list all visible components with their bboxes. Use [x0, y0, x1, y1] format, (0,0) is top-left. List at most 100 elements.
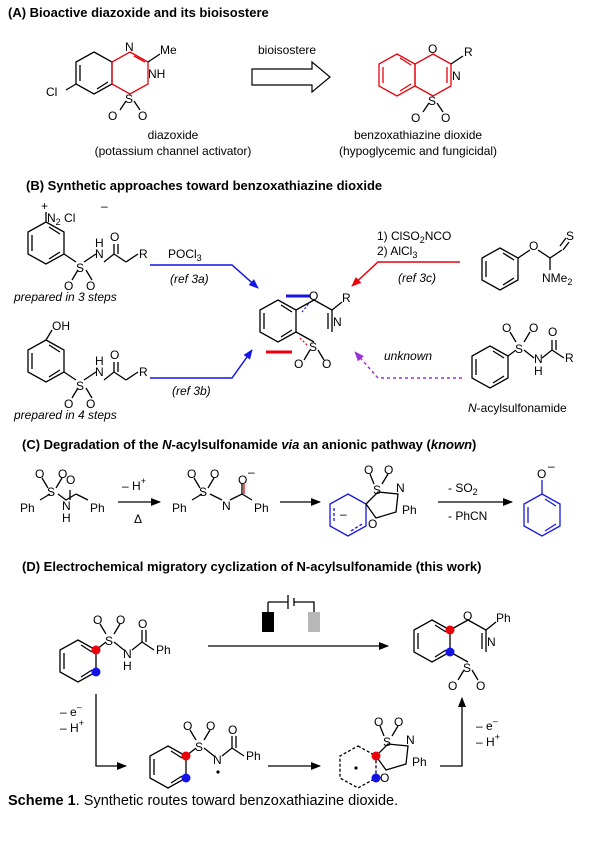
benzox-desc: (hypoglycemic and fungicidal) [339, 144, 497, 158]
acyl-o2-label: O [529, 321, 538, 335]
c-anion-minus: – [248, 465, 255, 479]
c-spiro-ph: Ph [402, 503, 417, 517]
c-anion-n: N [222, 499, 231, 513]
d-spiro-n: N [406, 733, 415, 747]
d-nrad-o1: O [183, 719, 192, 733]
c-start-ph2: Ph [90, 501, 105, 515]
c-anion-o3: O [238, 473, 247, 487]
d-ox2-h: – H+ [476, 732, 500, 749]
c-spiro-minus: – [340, 507, 347, 521]
precursor2-o3-label: O [86, 397, 95, 411]
target-o-label: O [309, 289, 318, 303]
diazoxide-o-label: O [108, 109, 117, 123]
d-nrad-radical [216, 770, 220, 774]
d-spiro-o1: O [374, 715, 383, 729]
target-s-label: S [309, 340, 317, 354]
d-product-o2: O [448, 679, 457, 693]
ref-3c: (ref 3c) [398, 271, 436, 285]
benzox-r-label: R [464, 45, 473, 59]
diazoxide-me-label: Me [160, 43, 177, 57]
precursor2-h-label: H [95, 354, 104, 368]
d-product-o3: O [476, 679, 485, 693]
precursor2-r-label: R [139, 365, 148, 379]
reagent-pocl3: POCl3 [168, 247, 202, 263]
phenol-precursor-structure [27, 329, 139, 399]
central-target-structure [259, 299, 343, 361]
diazoxide-structure [65, 51, 161, 111]
c-spiro-o2: O [384, 463, 393, 477]
d-product-o: O [463, 609, 472, 623]
d-nradical-structure [149, 729, 245, 789]
note-prepared-3-steps: prepared in 3 steps [13, 290, 117, 304]
section-b-title: (B) Synthetic approaches toward benzoxat… [26, 178, 382, 193]
c-loss-phcn: - PhCN [448, 509, 487, 523]
d-nrad-n: N [213, 753, 222, 767]
d-start-o1: O [93, 613, 102, 627]
acyl-r-label: R [565, 351, 574, 365]
c-anion-ph1: Ph [172, 501, 187, 515]
benzox-s-label: S [428, 94, 436, 108]
d-spiro-o2: O [394, 715, 403, 729]
d-product-n: N [487, 635, 496, 649]
d-start-o3: O [138, 617, 147, 631]
d-ox1-h: – H+ [60, 718, 84, 735]
c-spiro-n: N [396, 481, 405, 495]
note-prepared-4-steps: prepared in 4 steps [13, 408, 117, 422]
diazoxide-desc: (potassium channel activator) [95, 144, 252, 158]
c-anion-structure [191, 477, 253, 501]
c-spiro-structure [329, 473, 399, 537]
c-loss-so2: - SO2 [448, 481, 478, 497]
acylsulfonamide-label: N-acylsulfonamide [468, 401, 567, 415]
thiocarbamate-structure [481, 237, 570, 291]
acyl-s-label: S [515, 342, 523, 356]
reagent-alcl3: 2) AlCl3 [377, 244, 417, 260]
d-nrad-s: S [195, 740, 203, 754]
d-start-h: H [123, 659, 132, 673]
d-start-blue-dot [91, 667, 101, 677]
precursor1-h-label: H [95, 236, 104, 250]
c-spiro-o3: O [368, 517, 377, 531]
thiocarbamate-o-label: O [529, 239, 538, 253]
route-3b-arrow [150, 349, 253, 379]
d-start-ph: Ph [156, 643, 171, 657]
d-spiro-radical [354, 766, 358, 770]
d-spiro-s: S [383, 735, 391, 749]
d-product-s: S [463, 661, 471, 675]
precursor1-o-label: O [110, 230, 119, 244]
d-ox2-e: – e– [476, 716, 498, 733]
diazonium-plus: + [41, 199, 48, 213]
c-anion-o2: O [210, 467, 219, 481]
route-unknown-label: unknown [384, 349, 432, 363]
target-o3-label: O [322, 357, 331, 371]
precursor1-s-label: S [76, 261, 84, 275]
precursor1-o2-label: O [64, 279, 73, 293]
c-anion-ph2: Ph [254, 501, 269, 515]
c-heat: Δ [134, 512, 142, 526]
d-path-arrow-1 [95, 694, 127, 770]
acyl-n-label: N [534, 352, 543, 366]
benzoxathiazine-structure [378, 53, 464, 113]
d-ox1-e: – e– [60, 702, 82, 719]
c-start-o1: O [35, 467, 44, 481]
d-product-blue-dot [445, 647, 455, 657]
c-start-n: N [62, 499, 71, 513]
d-product-red-dot [445, 625, 455, 635]
d-nrad-o3: O [228, 723, 237, 737]
precursor1-n-label: N [95, 247, 104, 261]
scheme-caption: Scheme 1. Synthetic routes toward benzox… [8, 793, 398, 809]
c-anion-s: S [199, 485, 207, 499]
precursor1-o3-label: O [86, 279, 95, 293]
d-product-structure [413, 619, 497, 681]
c-start-h: H [62, 511, 71, 525]
bioisostere-arrow [251, 60, 331, 94]
diazonium-n2-label: N2 Cl [47, 211, 75, 227]
precursor2-s-label: S [76, 379, 84, 393]
d-spiro-red-dot [371, 751, 381, 761]
reagent-clso2nco: 1) ClSO2NCO [377, 229, 451, 245]
d-start-red-dot [91, 645, 101, 655]
diazonium-precursor-structure [27, 212, 139, 281]
ref-3a: (ref 3a) [170, 272, 209, 286]
phenol-oh-label: OH [52, 319, 70, 333]
d-spiro-blue-dot [371, 773, 381, 783]
